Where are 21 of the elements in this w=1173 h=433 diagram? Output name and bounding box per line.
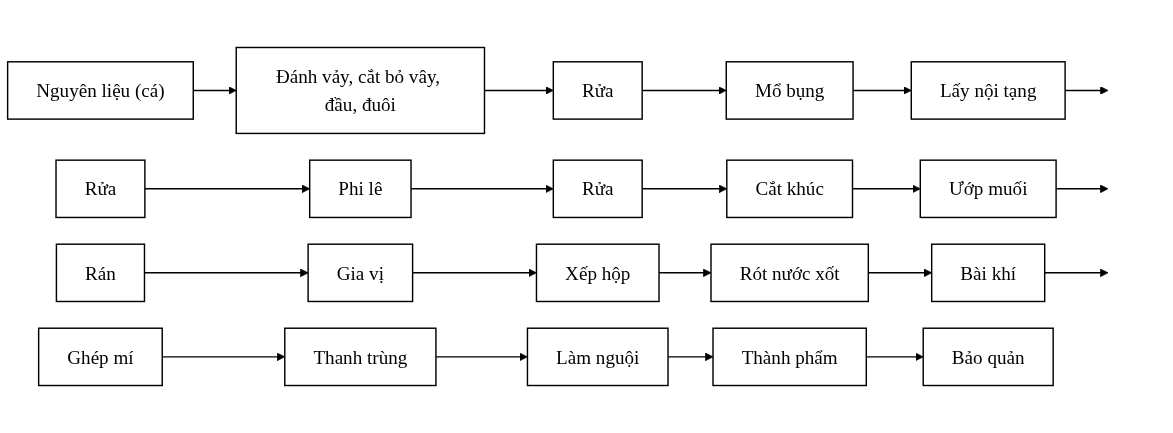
node-box: Gia vị [307,243,414,303]
node-box: Rửa [55,159,146,219]
node-box: Rửa [552,159,643,219]
node-box: Lấy nội tạng [910,61,1066,120]
node-box: Phi lê [308,159,412,219]
node-box: Rán [55,243,146,303]
node-box: Xếp hộp [535,243,660,303]
node-box: Làm nguội [526,327,669,387]
node-box: Mổ bụng [725,61,854,120]
node-box: Rửa [552,61,643,120]
node-box: Ghép mí [37,327,163,387]
node-box: Đánh vảy, cắt bỏ vây, đầu, đuôi [235,46,486,135]
node-box: Thành phẩm [712,327,867,387]
node-box: Thanh trùng [284,327,437,387]
node-box: Cắt khúc [726,159,854,219]
node-box: Ướp muối [919,159,1057,219]
arrow [435,352,528,362]
node-box: Bảo quản [922,327,1054,387]
node-box: Bài khí [930,243,1046,303]
node-box: Rót nước xốt [710,243,870,303]
node-box: Nguyên liệu (cá) [6,61,194,120]
